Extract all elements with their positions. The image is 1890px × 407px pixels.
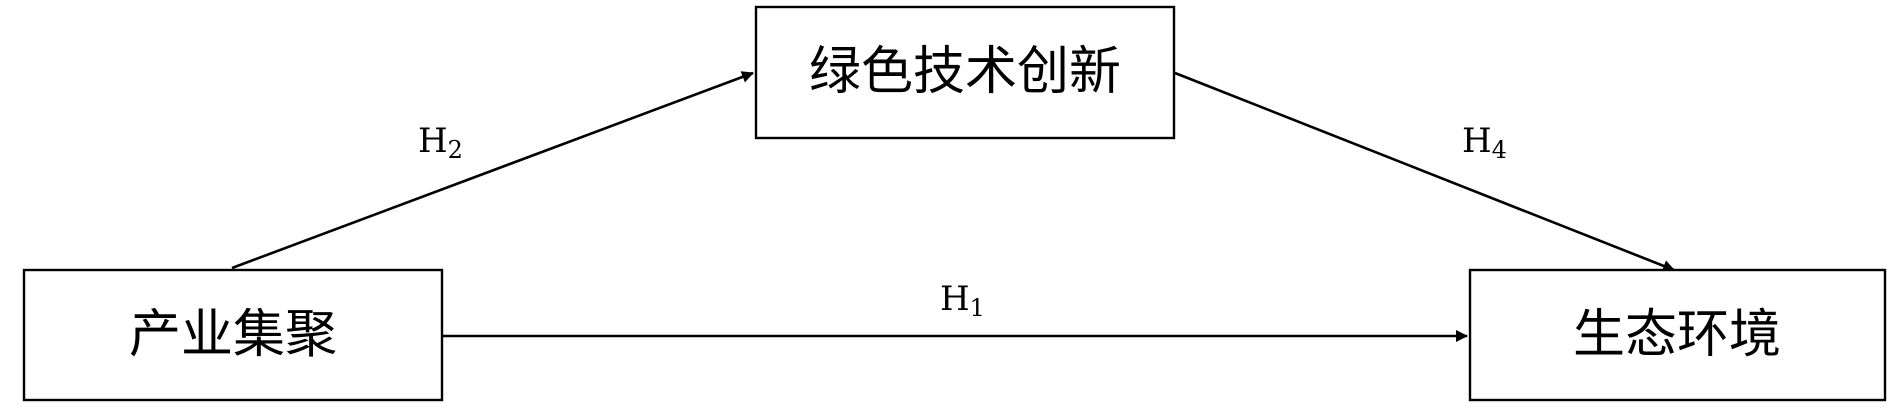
node-industrial-agglomeration: 产业集聚: [22, 268, 444, 402]
edge-label-h2: H2: [418, 121, 463, 164]
edge-label-h4: H4: [1462, 121, 1507, 164]
edge-label-h4-letter: H: [1462, 121, 1492, 161]
node-green-tech-innovation: 绿色技术创新: [754, 5, 1176, 140]
node-label-green-tech-innovation: 绿色技术创新: [809, 42, 1121, 102]
edge-label-h2-letter: H: [418, 121, 448, 161]
node-ecological-environment: 生态环境: [1468, 268, 1887, 402]
edge-label-h1-sub: 1: [970, 294, 985, 322]
arrow-h2: [231, 71, 754, 270]
edge-label-h4-sub: 4: [1492, 136, 1507, 164]
node-label-ecological-environment: 生态环境: [1573, 305, 1781, 365]
arrow-h4: [1174, 71, 1675, 272]
edge-label-h2-sub: 2: [448, 136, 463, 164]
edge-label-h1: H1: [940, 279, 985, 322]
edge-label-h1-letter: H: [940, 279, 970, 319]
node-label-industrial-agglomeration: 产业集聚: [129, 305, 337, 365]
